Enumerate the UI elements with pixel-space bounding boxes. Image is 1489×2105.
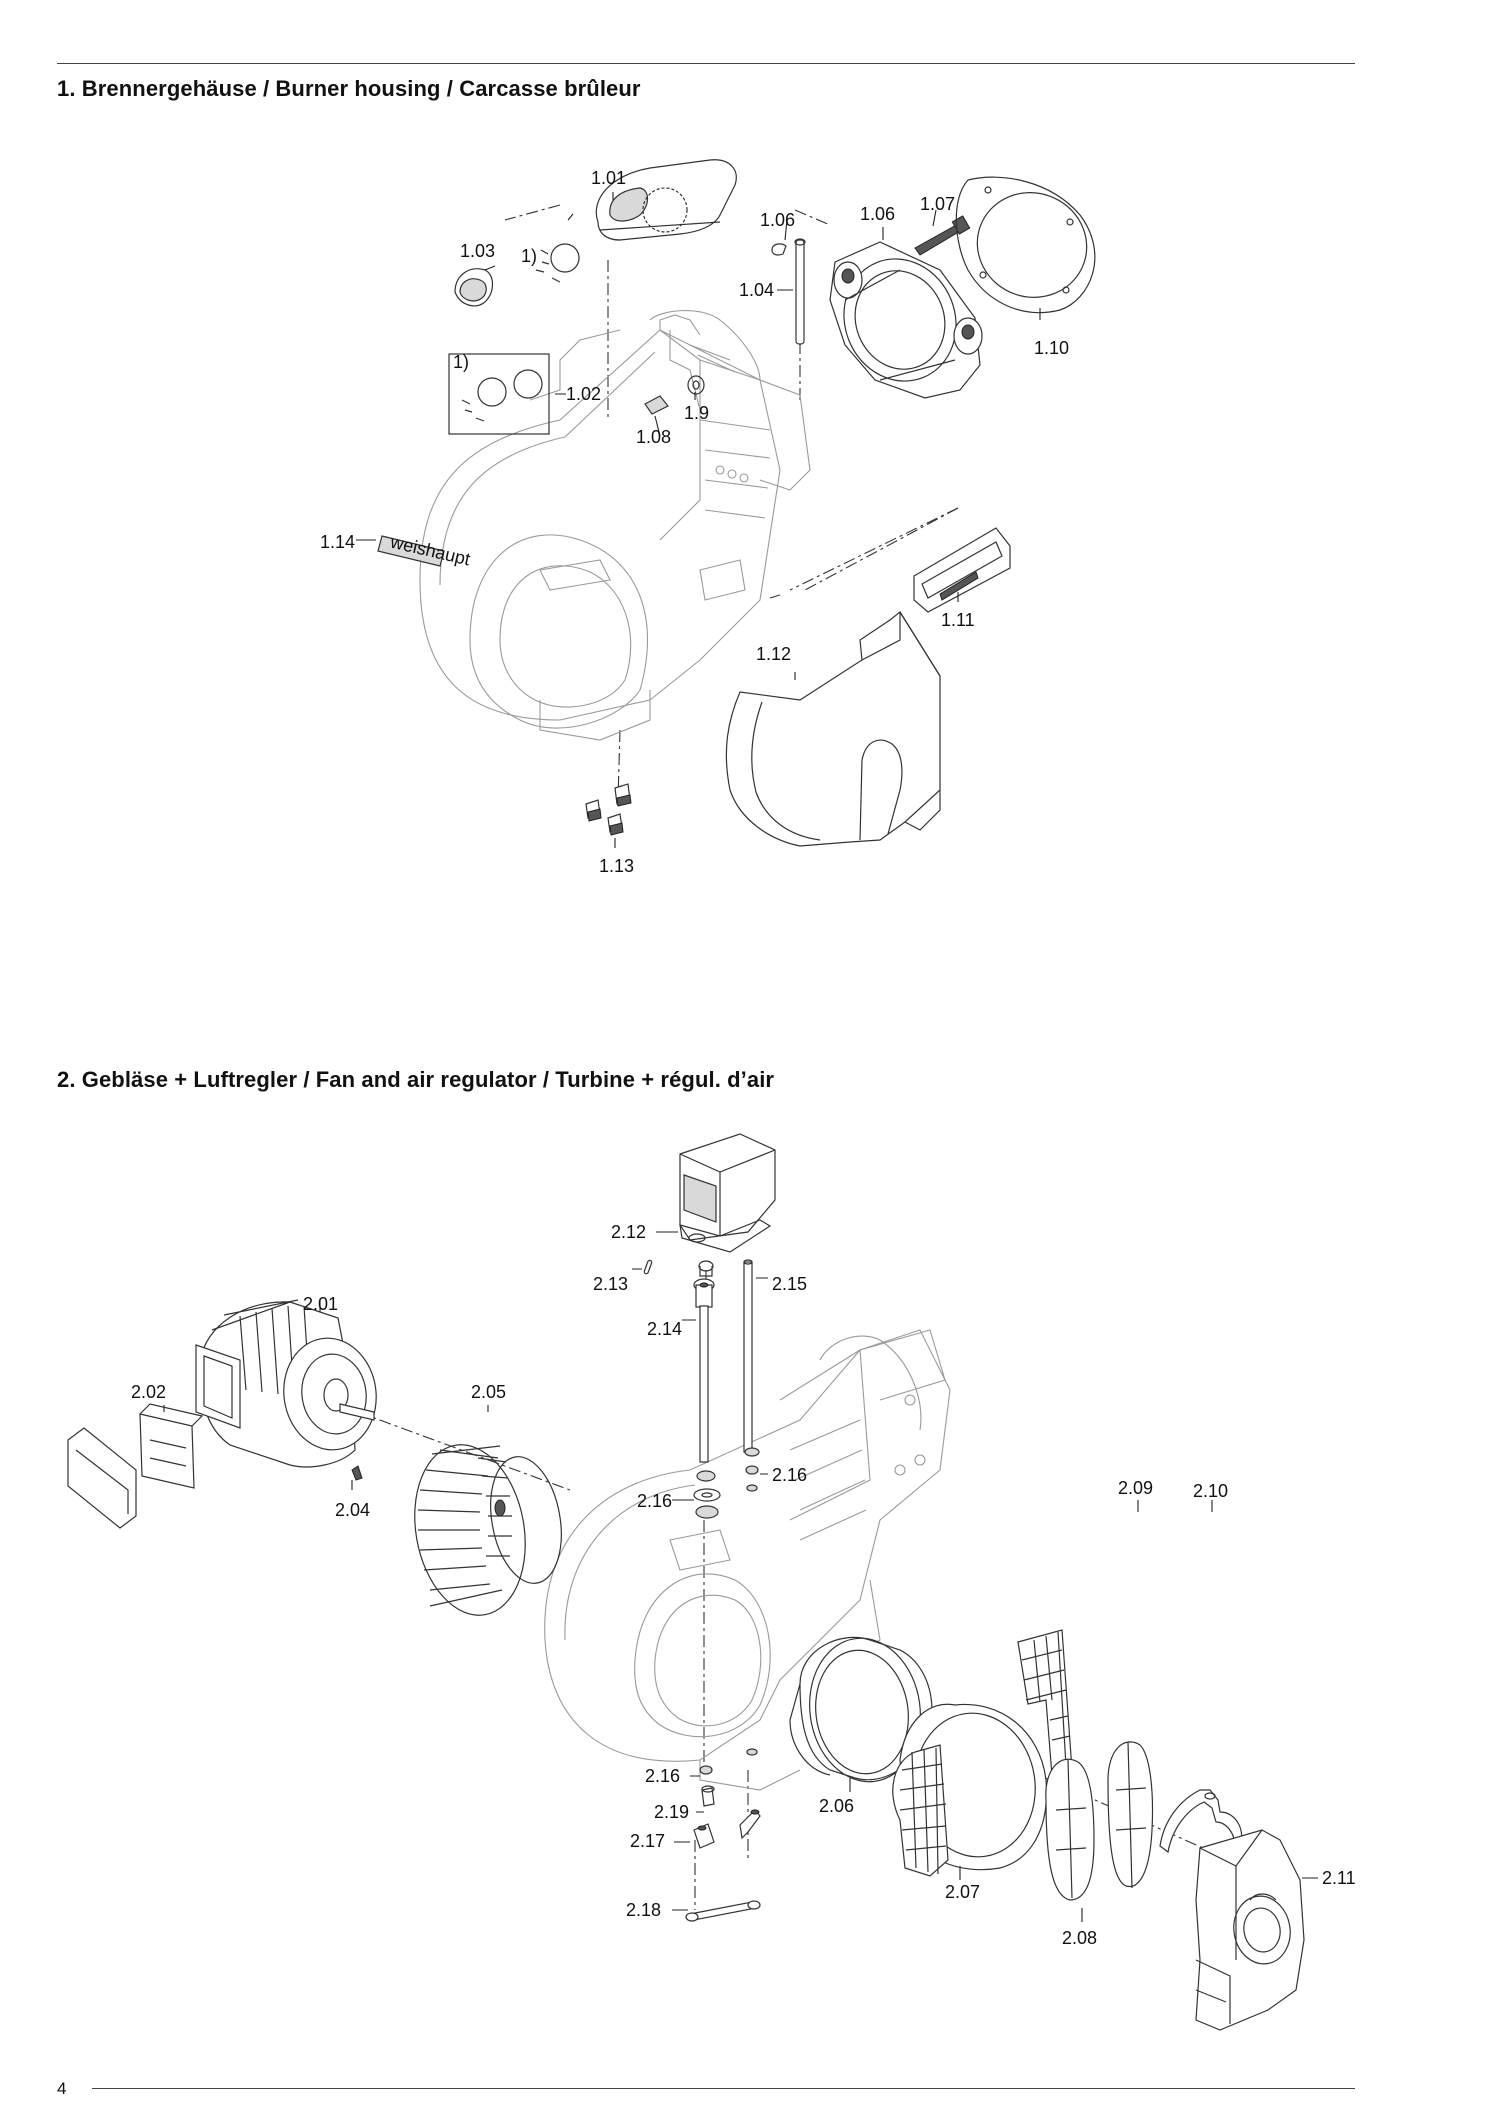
part-2-13-pin (643, 1259, 653, 1275)
footnote-marker-1-02: 1) (453, 352, 469, 372)
burner-housing-body (419, 309, 811, 741)
label-1-07: 1.07 (920, 194, 955, 214)
section-1-title: 1. Brennergehäuse / Burner housing / Car… (57, 76, 641, 101)
label-1-04: 1.04 (739, 280, 774, 300)
label-2-04: 2.04 (335, 1500, 370, 1520)
label-2-18: 2.18 (626, 1900, 661, 1920)
part-2-08-air-damper (1045, 1758, 1095, 1901)
part-1-10-flange-gasket (955, 176, 1096, 314)
part-2-05-fan-wheel (414, 1444, 562, 1616)
section-2-title: 2. Gebläse + Luftregler / Fan and air re… (57, 1067, 775, 1092)
label-2-07: 2.07 (945, 1882, 980, 1902)
part-2-04-key (351, 1465, 363, 1481)
top-rule (57, 63, 1355, 64)
part-1-12-cover-shell (725, 611, 941, 847)
label-2-09: 2.09 (1118, 1478, 1153, 1498)
label-1-08: 1.08 (636, 427, 671, 447)
fan-air-regulator-exploded-diagram: 2.12 2.13 2.15 2.01 2.14 2.02 2.05 2.16 … (67, 1133, 1356, 2031)
part-2-07-intake-grille (892, 1629, 1073, 1877)
burner-housing-exploded-diagram: weishaupt 1.01 1.03 1) 1.06 1.06 1.07 1.… (320, 159, 1096, 876)
part-1-13-cable-glands (585, 783, 632, 836)
diagram-2-labels: 2.12 2.13 2.15 2.01 2.14 2.02 2.05 2.16 … (131, 1222, 1356, 1948)
label-2-17: 2.17 (630, 1831, 665, 1851)
label-2-05: 2.05 (471, 1382, 506, 1402)
label-2-13: 2.13 (593, 1274, 628, 1294)
label-2-14: 2.14 (647, 1319, 682, 1339)
bottom-rule (92, 2088, 1355, 2089)
part-2-17-lever (693, 1809, 761, 1849)
part-2-01-electric-motor (195, 1299, 377, 1468)
label-1-03: 1.03 (460, 241, 495, 261)
label-2-02: 2.02 (131, 1382, 166, 1402)
part-1-01-inspection-cover (595, 159, 737, 241)
footnote-marker-1-03: 1) (521, 246, 537, 266)
label-2-12: 2.12 (611, 1222, 646, 1242)
label-2-15: 2.15 (772, 1274, 807, 1294)
label-2-01: 2.01 (303, 1294, 338, 1314)
label-leaders-2 (163, 1231, 1318, 1922)
part-2-11-fan-housing-end (1195, 1829, 1305, 2031)
part-1-03-sight-glass (454, 243, 580, 307)
part-2-19-bushing (701, 1785, 715, 1807)
part-1-02-sight-glass-kit (448, 353, 550, 435)
part-2-12-servomotor (679, 1133, 776, 1277)
label-1-06-clip: 1.06 (760, 210, 795, 230)
part-2-02-contactor (139, 1403, 204, 1489)
label-1-10: 1.10 (1034, 338, 1069, 358)
label-2-16-lower: 2.16 (645, 1766, 680, 1786)
label-2-16-upper-right: 2.16 (772, 1465, 807, 1485)
label-1-13: 1.13 (599, 856, 634, 876)
part-1-14-name-plate: weishaupt (377, 531, 472, 569)
part-1-06-retaining-clip (771, 243, 787, 256)
part-2-14-shaft (693, 1278, 715, 1463)
part-2-09-air-damper (1107, 1741, 1154, 1889)
part-2-16-bearings (693, 1447, 760, 1775)
part-1-06-flange (829, 241, 983, 399)
page-number: 4 (57, 2079, 67, 2098)
part-2-15-shaft (743, 1259, 753, 1453)
label-2-16-upper-left: 2.16 (637, 1491, 672, 1511)
assembly-leader-lines-2 (341, 1270, 1231, 1910)
part-1-08-plug (644, 395, 669, 415)
label-1-14: 1.14 (320, 532, 355, 552)
part-1-11-cover-plate (913, 527, 1011, 613)
label-2-19: 2.19 (654, 1802, 689, 1822)
diagram-1-labels: 1.01 1.03 1) 1.06 1.06 1.07 1.04 1.10 1)… (320, 168, 1069, 876)
label-1-06-flange: 1.06 (860, 204, 895, 224)
part-1-04-hinge-pin (794, 238, 806, 345)
label-1-02: 1.02 (566, 384, 601, 404)
label-1-12: 1.12 (756, 644, 791, 664)
label-2-11: 2.11 (1322, 1868, 1356, 1888)
part-2-18-linkage-rod (685, 1900, 761, 1922)
part-1-9-washer (687, 375, 705, 395)
label-1-9: 1.9 (684, 403, 709, 423)
label-leaders (356, 192, 1041, 848)
label-2-06: 2.06 (819, 1796, 854, 1816)
label-2-08: 2.08 (1062, 1928, 1097, 1948)
part-2-02-terminal-cover (67, 1427, 137, 1529)
label-2-10: 2.10 (1193, 1481, 1228, 1501)
part-1-07-bolt (914, 215, 971, 256)
label-1-11: 1.11 (941, 610, 975, 630)
label-1-01: 1.01 (591, 168, 626, 188)
